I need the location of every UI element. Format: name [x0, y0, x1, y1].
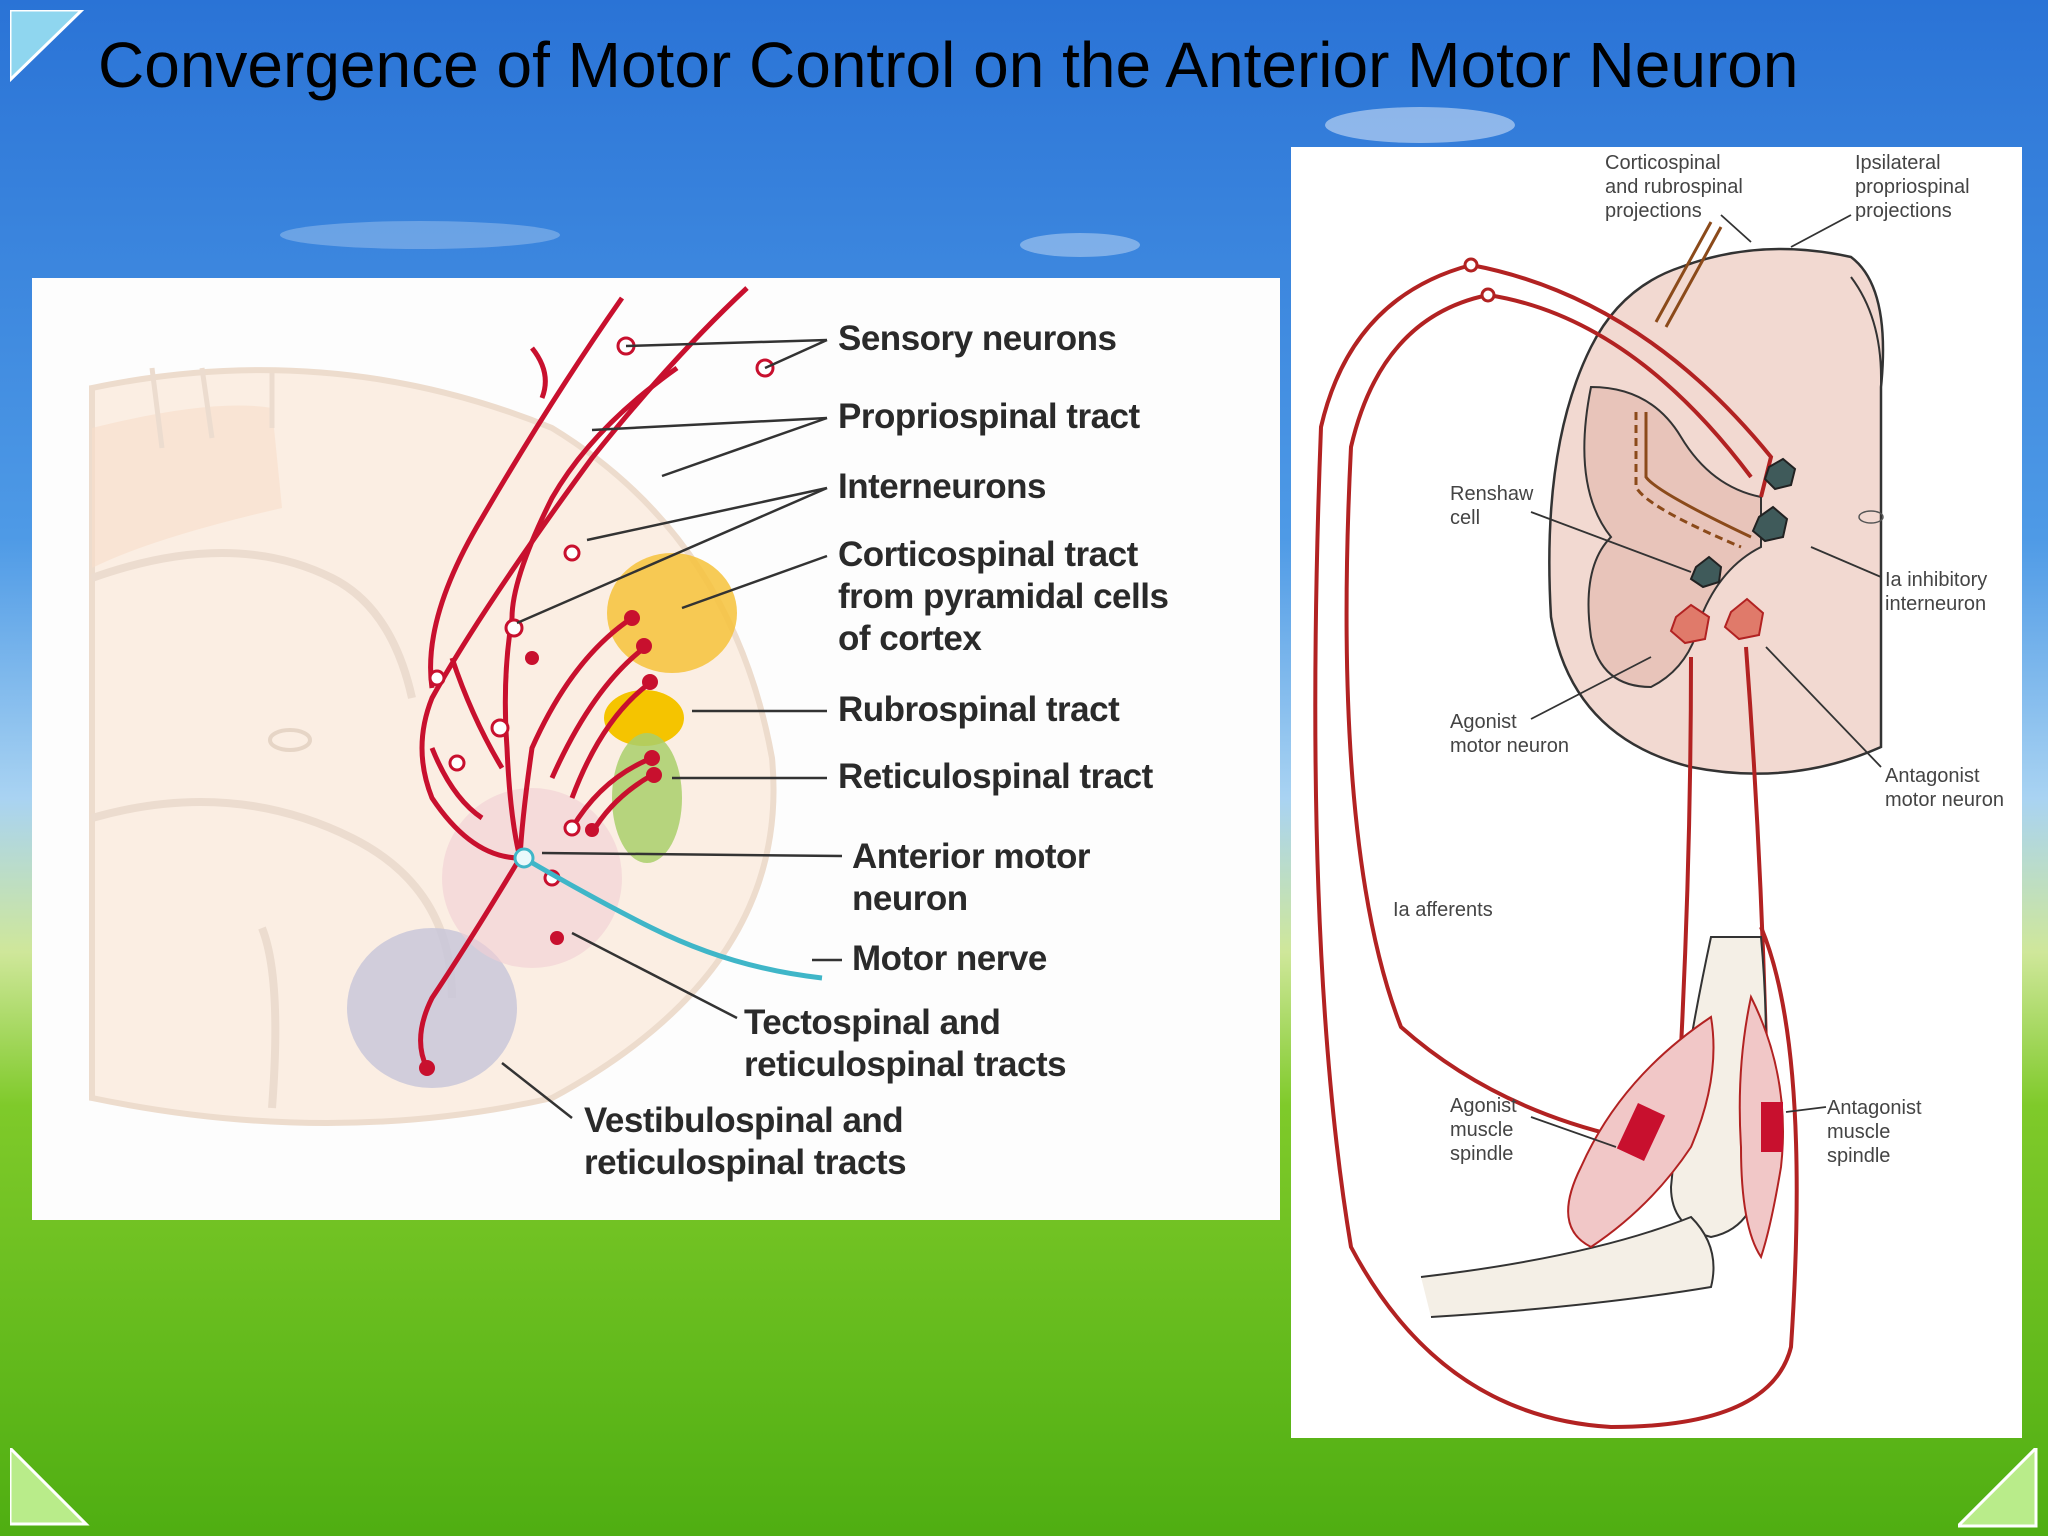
- label-interneurons: Interneurons: [838, 467, 1046, 506]
- label-tectospinal-line-2: reticulospinal tracts: [744, 1045, 1066, 1084]
- label-leader-lines: [501, 338, 843, 1119]
- label-renshaw-2: cell: [1450, 507, 1480, 529]
- reciprocal-innervation-diagram: Corticospinal and rubrospinal projection…: [1291, 147, 2022, 1438]
- label-agonist-spindle-1: Agonist: [1450, 1095, 1517, 1117]
- label-anterior-motor-line-2: neuron: [852, 879, 968, 918]
- corner-decoration-bottom-right: [1958, 1448, 2038, 1528]
- label-agonist-spindle-2: muscle: [1450, 1119, 1513, 1141]
- label-rubrospinal-tract: Rubrospinal tract: [838, 690, 1120, 729]
- label-sensory-neurons: Sensory neurons: [838, 319, 1116, 358]
- motor-nerve-path: [522, 855, 823, 981]
- label-antagonist-spindle-3: spindle: [1827, 1145, 1890, 1167]
- ia-inhibitory-interneuron: [1751, 505, 1789, 543]
- label-antagonist-spindle-1: Antagonist: [1827, 1097, 1922, 1119]
- label-antagonist-spindle-2: muscle: [1827, 1121, 1890, 1143]
- renshaw-cell: [1689, 555, 1723, 589]
- spinal-cord-cross-section: [1548, 247, 1885, 775]
- right-label-leader-lines: [1530, 214, 1882, 1148]
- label-ipsilateral-3: projections: [1855, 200, 1952, 222]
- label-corticospinal-line-1: Corticospinal tract: [838, 535, 1139, 574]
- label-corticospinal-proj-2: and rubrospinal: [1605, 176, 1743, 198]
- label-ipsilateral-2: propriospinal: [1855, 176, 1970, 198]
- label-vestibulospinal-line-2: reticulospinal tracts: [584, 1143, 906, 1182]
- label-antagonist-motor-2: motor neuron: [1885, 789, 2004, 811]
- corner-decoration-top-left: [10, 10, 85, 83]
- left-diagram-labels: Sensory neurons Propriospinal tract Inte…: [584, 319, 1169, 1182]
- afferent-ganglion-1: [1463, 257, 1479, 273]
- label-ia-inhibitory-2: interneuron: [1885, 593, 1986, 615]
- interneuron-cells: [428, 336, 775, 887]
- label-ipsilateral-1: Ipsilateral: [1855, 152, 1941, 174]
- neuron-endings: [419, 610, 662, 1076]
- right-diagram-labels: Corticospinal and rubrospinal projection…: [1393, 152, 2004, 1167]
- corner-decoration-bottom-left: [10, 1448, 90, 1526]
- label-agonist-motor-2: motor neuron: [1450, 735, 1569, 757]
- label-corticospinal-line-2: from pyramidal cells: [838, 577, 1168, 616]
- reticulospinal-tract-area: [612, 733, 682, 863]
- slide-title: Convergence of Motor Control on the Ante…: [98, 29, 1799, 101]
- label-antagonist-motor-1: Antagonist: [1885, 765, 1980, 787]
- antagonist-spindle-mark: [1761, 1102, 1783, 1152]
- label-ia-afferents: Ia afferents: [1393, 899, 1493, 921]
- label-tectospinal-line-1: Tectospinal and: [744, 1003, 1000, 1042]
- label-corticospinal-proj-3: projections: [1605, 200, 1702, 222]
- spinal-cord-convergence-diagram: Sensory neurons Propriospinal tract Inte…: [32, 278, 1280, 1220]
- agonist-motor-neuron: [1669, 603, 1711, 645]
- label-agonist-spindle-3: spindle: [1450, 1143, 1513, 1165]
- vestibulospinal-tract-area: [347, 928, 517, 1088]
- antagonist-motor-neuron: [1723, 597, 1765, 641]
- left-diagram-svg: Sensory neurons Propriospinal tract Inte…: [89, 286, 1169, 1182]
- interneuron-small: [1763, 457, 1797, 491]
- label-corticospinal-line-3: of cortex: [838, 619, 982, 658]
- arm-and-muscles: [1420, 936, 1784, 1318]
- label-reticulospinal-tract: Reticulospinal tract: [838, 757, 1154, 796]
- label-renshaw-1: Renshaw: [1450, 483, 1534, 505]
- label-ia-inhibitory-1: Ia inhibitory: [1885, 569, 1987, 591]
- projection-fibers: [1634, 221, 1752, 549]
- label-agonist-motor-1: Agonist: [1450, 711, 1517, 733]
- label-vestibulospinal-line-1: Vestibulospinal and: [584, 1101, 903, 1140]
- label-anterior-motor-line-1: Anterior motor: [852, 837, 1091, 876]
- right-diagram-svg: Corticospinal and rubrospinal projection…: [1313, 152, 2004, 1430]
- anterior-motor-neuron-cell: [513, 847, 535, 869]
- afferent-ganglion-2: [1480, 287, 1496, 303]
- label-propriospinal-tract: Propriospinal tract: [838, 397, 1141, 436]
- spinal-cells: [1669, 457, 1797, 645]
- label-corticospinal-proj-1: Corticospinal: [1605, 152, 1721, 174]
- agonist-spindle-mark: [1616, 1103, 1666, 1161]
- neuron-pathways: [418, 286, 749, 1070]
- label-motor-nerve: Motor nerve: [852, 939, 1047, 978]
